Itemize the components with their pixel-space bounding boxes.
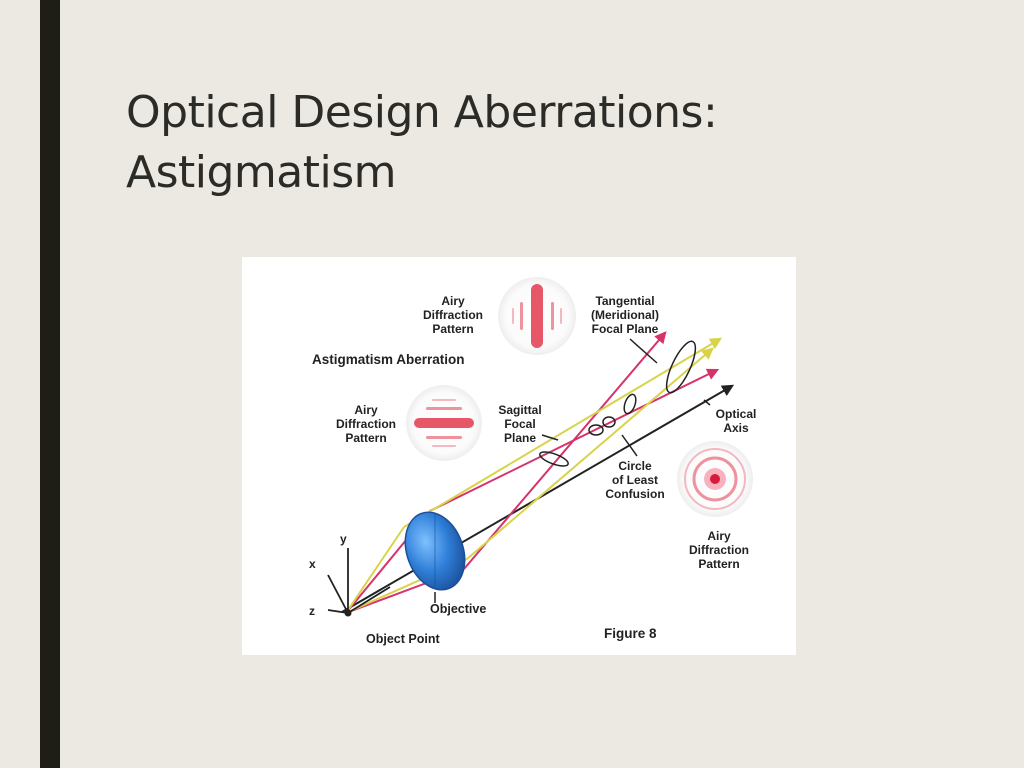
airy-pattern-top — [498, 277, 576, 355]
astigmatism-diagram: Astigmatism Aberration Airy Diffraction … — [309, 277, 757, 646]
coordinate-axes — [327, 548, 391, 614]
slide-title-line-1: Optical Design Aberrations: — [126, 87, 718, 138]
sagittal-label-line-3: Plane — [504, 431, 536, 445]
circle-label-line-2: of Least — [612, 473, 658, 487]
circle-label: Circle of Least Confusion — [605, 459, 664, 501]
object-point-label: Object Point — [366, 632, 440, 646]
optical-axis-label: Optical Axis — [716, 407, 757, 435]
airy-pattern-right — [677, 441, 753, 517]
airy-right-label-line-1: Airy — [707, 529, 731, 543]
airy-left-label: Airy Diffraction Pattern — [336, 403, 396, 445]
slide-title-line-2: Astigmatism — [126, 147, 397, 198]
circle-label-line-3: Confusion — [605, 487, 664, 501]
airy-right-label: Airy Diffraction Pattern — [689, 529, 749, 571]
focal-ellipses — [539, 340, 697, 467]
airy-left-label-line-3: Pattern — [345, 431, 386, 445]
airy-pattern-left — [406, 385, 482, 461]
tangential-label-line-3: Focal Plane — [592, 322, 659, 336]
slide-title: Optical Design Aberrations: Astigmatism — [126, 83, 946, 203]
airy-right-label-line-2: Diffraction — [689, 543, 749, 557]
tangential-label-line-1: Tangential — [595, 294, 654, 308]
figure-heading: Astigmatism Aberration — [312, 352, 465, 367]
axis-y-label: y — [340, 532, 347, 546]
airy-right-label-line-3: Pattern — [698, 557, 739, 571]
circle-label-line-1: Circle — [618, 459, 652, 473]
airy-top-label-line-2: Diffraction — [423, 308, 483, 322]
airy-top-label: Airy Diffraction Pattern — [423, 294, 483, 336]
accent-bar — [40, 0, 60, 768]
airy-left-label-line-1: Airy — [354, 403, 378, 417]
axis-x-label: x — [309, 557, 316, 571]
tangential-label-line-2: (Meridional) — [591, 308, 659, 322]
objective-label: Objective — [430, 602, 486, 616]
astigmatism-figure: Astigmatism Aberration Airy Diffraction … — [242, 257, 796, 655]
object-point-dot — [344, 609, 352, 617]
airy-top-label-line-1: Airy — [441, 294, 465, 308]
rays — [345, 331, 723, 614]
objective-lens — [404, 511, 466, 591]
leader-lines — [434, 338, 711, 603]
optical-axis-label-line-2: Axis — [723, 421, 749, 435]
sagittal-label: Sagittal Focal Plane — [498, 403, 541, 445]
figure-number-label: Figure 8 — [604, 626, 657, 641]
axis-z-label: z — [309, 604, 315, 618]
airy-top-label-line-3: Pattern — [432, 322, 473, 336]
tangential-label: Tangential (Meridional) Focal Plane — [591, 294, 659, 336]
airy-left-label-line-2: Diffraction — [336, 417, 396, 431]
sagittal-label-line-2: Focal — [504, 417, 535, 431]
optical-axis-label-line-1: Optical — [716, 407, 757, 421]
sagittal-label-line-1: Sagittal — [498, 403, 541, 417]
